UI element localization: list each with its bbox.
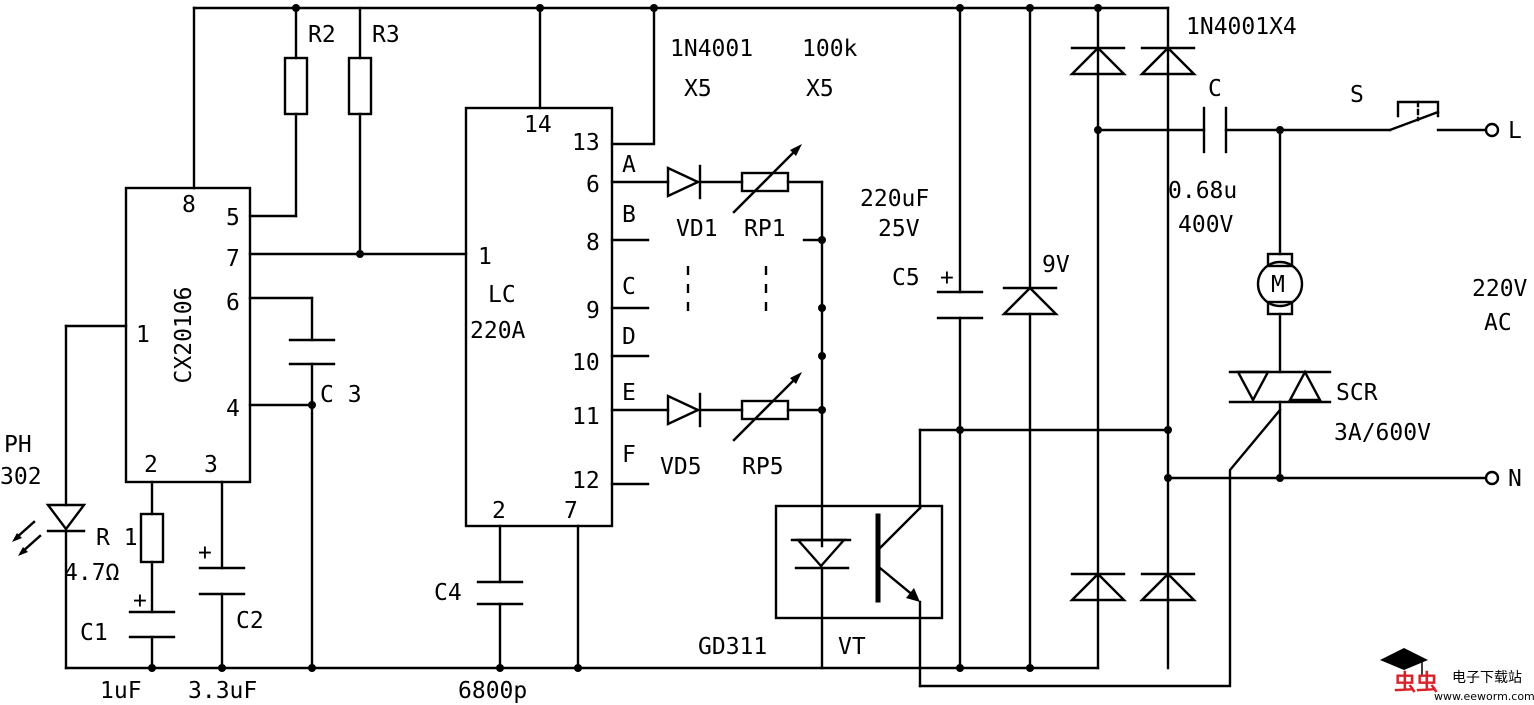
zener-label: 9V <box>1042 252 1070 278</box>
ic1-pin-4: 4 <box>226 396 240 422</box>
ic2-pin-13: 13 <box>572 130 600 156</box>
c-value-2: 400V <box>1178 212 1234 238</box>
scr-label-2: 3A/600V <box>1334 420 1431 446</box>
r1-value: 4.7Ω <box>64 560 120 586</box>
r3-label: R3 <box>372 22 400 48</box>
c1-value: 1uF <box>100 678 142 704</box>
ic2-pin-14: 14 <box>524 112 552 138</box>
diode-spec-1: 1N4001 <box>670 36 753 62</box>
c4-value: 6800p <box>458 678 527 704</box>
diode-spec-2: X5 <box>684 76 712 102</box>
ic2-pin-10: 10 <box>572 350 600 376</box>
c2-value: 3.3uF <box>188 678 257 704</box>
out-d: D <box>622 324 636 350</box>
pot-rp1: VD1 RP1 <box>676 144 824 242</box>
pot-spec-1: 100k <box>802 36 858 62</box>
ic2-pin-6: 6 <box>586 172 600 198</box>
out-a: A <box>622 152 636 178</box>
ic1-pin-5: 5 <box>226 205 240 231</box>
resistor-r3: R3 <box>347 6 400 258</box>
optocoupler-gd311: GD311 VT <box>698 428 944 688</box>
ic1-label: CX20106 <box>171 287 197 384</box>
c4-label: C4 <box>434 580 462 606</box>
bridge-rectifier: 1N4001X4 <box>1069 4 1297 670</box>
c2-polarity: + <box>198 540 212 566</box>
c2-label: C2 <box>236 608 264 634</box>
watermark: 虫虫 电子下载站 www.eeworm.com <box>1380 648 1534 703</box>
mains-label-2: AC <box>1484 310 1512 336</box>
ic1-pin-6: 6 <box>226 290 240 316</box>
out-f: F <box>622 442 636 468</box>
c-label: C <box>1208 76 1222 102</box>
watermark-site: 电子下载站 <box>1452 670 1522 686</box>
resistor-r1: R 1 4.7Ω <box>64 480 165 614</box>
motor-m: M <box>1256 128 1304 374</box>
c3-label: C 3 <box>320 382 362 408</box>
watermark-url: www.eeworm.com <box>1434 690 1534 703</box>
c5-polarity: + <box>940 265 954 291</box>
graduation-cap-icon <box>1380 648 1428 670</box>
mains-label-1: 220V <box>1472 276 1528 302</box>
capacitor-c: C 0.68u 400V <box>1096 76 1392 238</box>
ic2-pin-1: 1 <box>478 244 492 270</box>
ic2-pin-8: 8 <box>586 230 600 256</box>
ic2-label-1: LC <box>488 282 516 308</box>
bridge-label: 1N4001X4 <box>1186 14 1297 40</box>
ic1-pin-2: 2 <box>144 452 158 478</box>
ph-label-1: PH <box>4 432 32 458</box>
scr-label-1: SCR <box>1336 380 1378 406</box>
s-label: S <box>1350 82 1364 108</box>
pot-spec-2: X5 <box>806 76 834 102</box>
ic2-pin-11: 11 <box>572 404 600 430</box>
vd1-label: VD1 <box>676 216 718 242</box>
ic2-pin-12: 12 <box>572 468 600 494</box>
capacitor-c2: + C2 3.3uF <box>188 480 264 704</box>
ic2-label-2: 220A <box>470 318 526 344</box>
vt-label: VT <box>838 634 866 660</box>
ic1-pin-7: 7 <box>226 246 240 272</box>
capacitor-c4: C4 6800p <box>434 524 527 704</box>
ic-cx20106: CX20106 8 5 7 6 1 4 2 3 <box>124 186 252 484</box>
diode-vd5 <box>666 392 744 428</box>
r2-label: R2 <box>308 22 336 48</box>
pot-rp5: VD5 RP5 <box>660 372 824 480</box>
motor-label: M <box>1271 272 1285 298</box>
vd5-label: VD5 <box>660 454 702 480</box>
c1-label: C1 <box>80 620 108 646</box>
zener-9v: 9V <box>1001 4 1070 672</box>
capacitor-c1: + C1 1uF <box>80 588 176 704</box>
watermark-brand: 虫虫 <box>1394 670 1438 696</box>
gd311-label: GD311 <box>698 634 767 660</box>
out-e: E <box>622 380 636 406</box>
capacitor-c3: C 3 <box>248 296 362 670</box>
triac-scr: SCR 3A/600V <box>1228 369 1431 480</box>
ic1-pin-8: 8 <box>182 192 196 218</box>
c5-value-2: 25V <box>878 216 920 242</box>
out-c: C <box>622 274 636 300</box>
capacitor-c5: + C5 220uF 25V <box>860 186 984 670</box>
ic2-pin-7: 7 <box>564 498 578 524</box>
ic1-pin-3: 3 <box>204 452 218 478</box>
c5-label: C5 <box>892 265 920 291</box>
r1-label: R 1 <box>96 525 138 551</box>
out-b: B <box>622 202 636 228</box>
ic2-pin-2: 2 <box>492 498 506 524</box>
c1-polarity: + <box>133 588 147 614</box>
diode-vd1 <box>666 164 744 200</box>
ph-label-2: 302 <box>0 464 42 490</box>
c5-value-1: 220uF <box>860 186 929 212</box>
photodiode-ph302: PH 302 <box>0 324 128 670</box>
output-lines: A B C D E F <box>610 152 670 486</box>
rp5-label: RP5 <box>742 454 784 480</box>
rp1-label: RP1 <box>744 216 786 242</box>
n-terminal[interactable]: N <box>1508 466 1522 492</box>
l-terminal[interactable]: L <box>1508 118 1522 144</box>
switch-s: S <box>1350 82 1486 132</box>
ic1-pin-1: 1 <box>136 322 150 348</box>
ic-lc220a: LC 220A 14 13 6 8 1 9 10 11 12 2 7 <box>464 106 614 528</box>
resistor-r2: R2 <box>248 4 336 218</box>
ic2-pin-9: 9 <box>586 298 600 324</box>
c-value-1: 0.68u <box>1168 178 1237 204</box>
